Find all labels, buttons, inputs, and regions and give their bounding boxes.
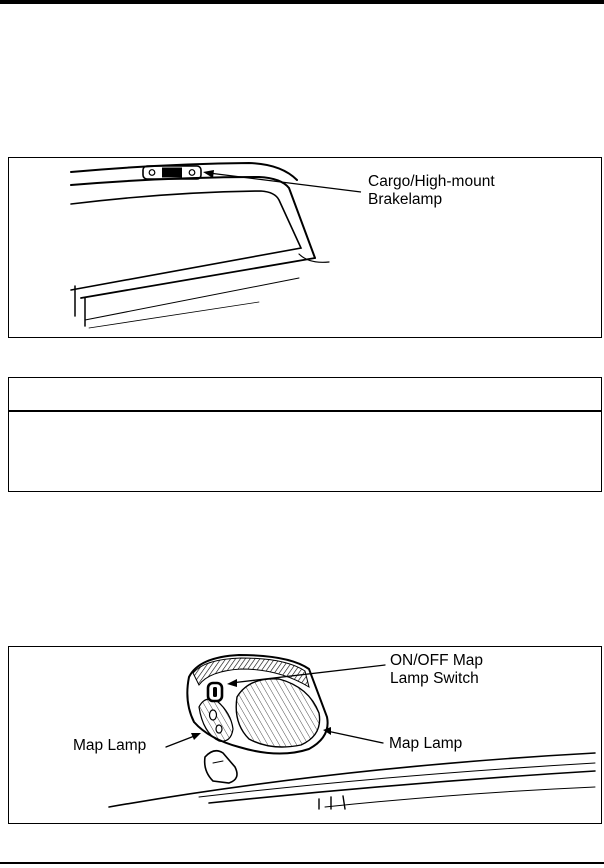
brakelamp-callout: Cargo/High-mount Brakelamp [368, 173, 495, 209]
brakelamp-callout-line1: Cargo/High-mount [368, 173, 495, 190]
brakelamp-lens [162, 167, 182, 178]
leader-line [326, 730, 384, 744]
leader-line [165, 734, 198, 748]
left-map-lamp-label: Map Lamp [73, 737, 147, 754]
notice-box [8, 377, 602, 492]
rear-window-illustration [70, 161, 362, 329]
arrowhead-icon [323, 727, 331, 735]
arrowhead-icon [227, 679, 237, 687]
right-map-lamp-label: Map Lamp [389, 735, 463, 752]
bottom-rule [0, 862, 604, 864]
notice-header [9, 378, 601, 412]
leader-line [230, 664, 386, 684]
map-lamp-figure: ON/OFF Map Lamp Switch Map Lamp Map Lamp [8, 646, 602, 824]
arrowhead-icon [191, 733, 201, 740]
brakelamp-callout-line2: Brakelamp [368, 191, 443, 208]
switch-callout-line2: Lamp Switch [390, 670, 479, 687]
brakelamp-figure: Cargo/High-mount Brakelamp [8, 157, 602, 338]
screw-icon [148, 169, 156, 176]
top-rule [0, 0, 604, 4]
screw-icon [188, 169, 196, 176]
map-lamp-illustration [108, 653, 596, 810]
arrowhead-icon [203, 170, 214, 178]
switch-callout-line1: ON/OFF Map [390, 652, 484, 669]
leader-line [208, 172, 362, 193]
map-lamp-switch-callout: ON/OFF Map Lamp Switch [390, 652, 483, 688]
